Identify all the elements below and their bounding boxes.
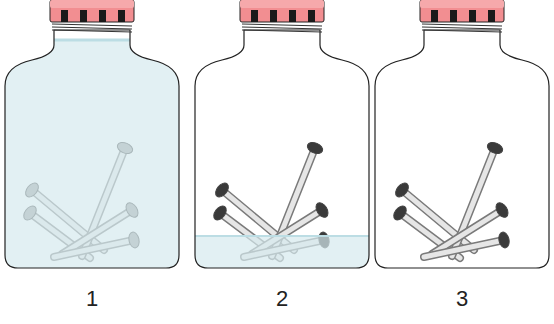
jar-dry: [375, 0, 549, 268]
jar-number: 1: [86, 286, 98, 312]
jar-wet: [2, 0, 182, 272]
jar-number: 2: [276, 286, 288, 312]
jar-number: 3: [456, 286, 468, 312]
jar-partly-wet: [192, 0, 372, 272]
